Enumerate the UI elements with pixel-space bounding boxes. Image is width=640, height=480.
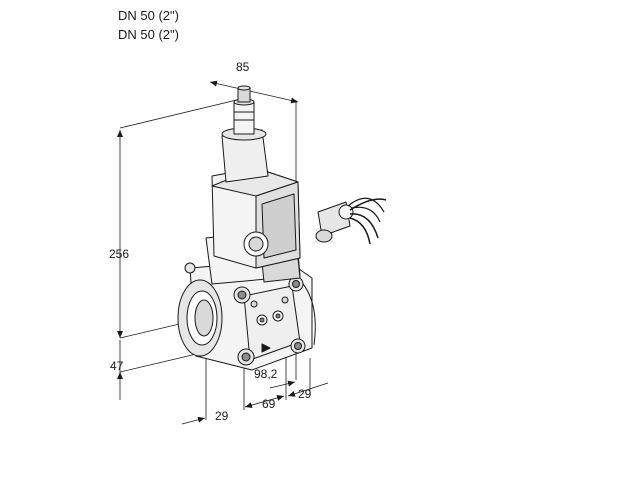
dim-base-mid: 69	[262, 397, 276, 411]
cable-connector	[315, 197, 387, 245]
dim-height-total: 256	[109, 247, 129, 261]
solenoid-actuator	[211, 85, 301, 269]
nominal-size-line-2: DN 50 (2")	[118, 27, 179, 42]
dim-right-offset: 98,2	[254, 367, 278, 381]
product-header: DN 50 (2") DN 50 (2")	[118, 6, 179, 44]
dim-top-width: 85	[236, 60, 250, 74]
dim-right-end: 29	[298, 387, 312, 401]
nominal-size-line-1: DN 50 (2")	[118, 8, 179, 23]
dim-height-lower: 47	[110, 359, 124, 373]
dim-base-left: 29	[215, 409, 229, 423]
